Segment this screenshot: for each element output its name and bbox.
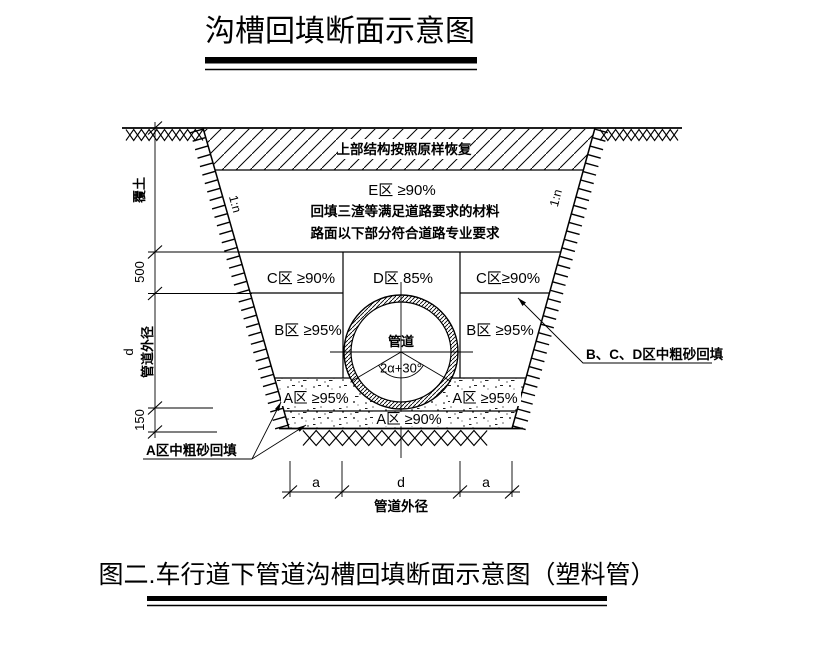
ground-hatch-right	[599, 128, 679, 142]
bedding-angle-arc	[378, 364, 424, 379]
bottom-dimension-ticks	[282, 485, 520, 499]
leader-right-label: B、C、D区中粗砂回填	[586, 346, 724, 362]
dim-a-left-label: a	[312, 474, 320, 490]
dim-pipe-od-side-label: 管道外径	[140, 326, 155, 378]
zone-a-bottom-label: A区 ≥90%	[376, 412, 441, 428]
title-underline-bar	[205, 57, 477, 64]
zone-e-note2: 路面以下部分符合道路专业要求	[311, 225, 500, 241]
zone-c-right-label: C区≥90%	[476, 270, 540, 287]
leader-left-label: A区中粗砂回填	[146, 442, 237, 458]
dim-150-label: 150	[132, 409, 147, 431]
zone-e-label: E区 ≥90%	[368, 182, 435, 199]
bottom-dimension: a d a 管道外径	[282, 461, 520, 514]
zone-d-label: D区 85%	[373, 270, 433, 287]
zone-e-note1: 回填三渣等满足道路要求的材料	[311, 203, 500, 219]
dim-a-right-label: a	[482, 474, 490, 490]
bedding-angle-label: 2α+30°	[380, 361, 422, 376]
zone-a-right-mask	[450, 390, 521, 406]
surface-note: 上部结构按照原样恢复	[337, 141, 472, 157]
dim-cover-label: 覆土	[132, 177, 147, 203]
dim-d-mid-label: d	[397, 474, 405, 490]
dim-500-label: 500	[132, 261, 147, 283]
leader-left: A区中粗砂回填	[143, 401, 307, 460]
slope-line-right	[511, 127, 596, 429]
caption-underline-bar	[147, 596, 607, 601]
zone-a-left-label: A区 ≥95%	[283, 391, 348, 407]
left-dimension: 覆土 500 d 管道外径 150	[121, 121, 252, 439]
bedding-angle-line-right	[400, 351, 452, 382]
slope-ratio-left: 1:n	[226, 194, 244, 214]
zone-a-right-label: A区 ≥95%	[452, 391, 517, 407]
zone-b-right-label: B区 ≥95%	[466, 322, 533, 339]
slope-ratio-right: 1:n	[547, 188, 565, 208]
left-extension-lines	[148, 251, 252, 433]
bottom-extension-lines	[289, 461, 513, 497]
ground-hatch-left	[125, 128, 204, 142]
bedding-angle-line-left	[350, 351, 402, 382]
figure-caption: 图二.车行道下管道沟槽回填断面示意图（塑料管）	[99, 561, 656, 589]
zone-b-left-label: B区 ≥95%	[274, 322, 341, 339]
zone-a-left-mask	[281, 390, 352, 406]
leader-right: B、C、D区中粗砂回填	[517, 297, 724, 364]
surface-note-mask	[338, 139, 470, 159]
slope-line-left	[202, 127, 290, 429]
dim-pipe-od-bottom-label: 管道外径	[374, 498, 428, 514]
pipe-label: 管道	[388, 334, 414, 349]
dim-d-letter-label: d	[121, 348, 136, 355]
bottom-soil-hatch	[302, 429, 488, 447]
zone-a-bottom-mask	[373, 411, 446, 427]
page-title: 沟槽回填断面示意图	[205, 15, 475, 48]
zone-c-left-label: C区 ≥90%	[267, 270, 335, 287]
